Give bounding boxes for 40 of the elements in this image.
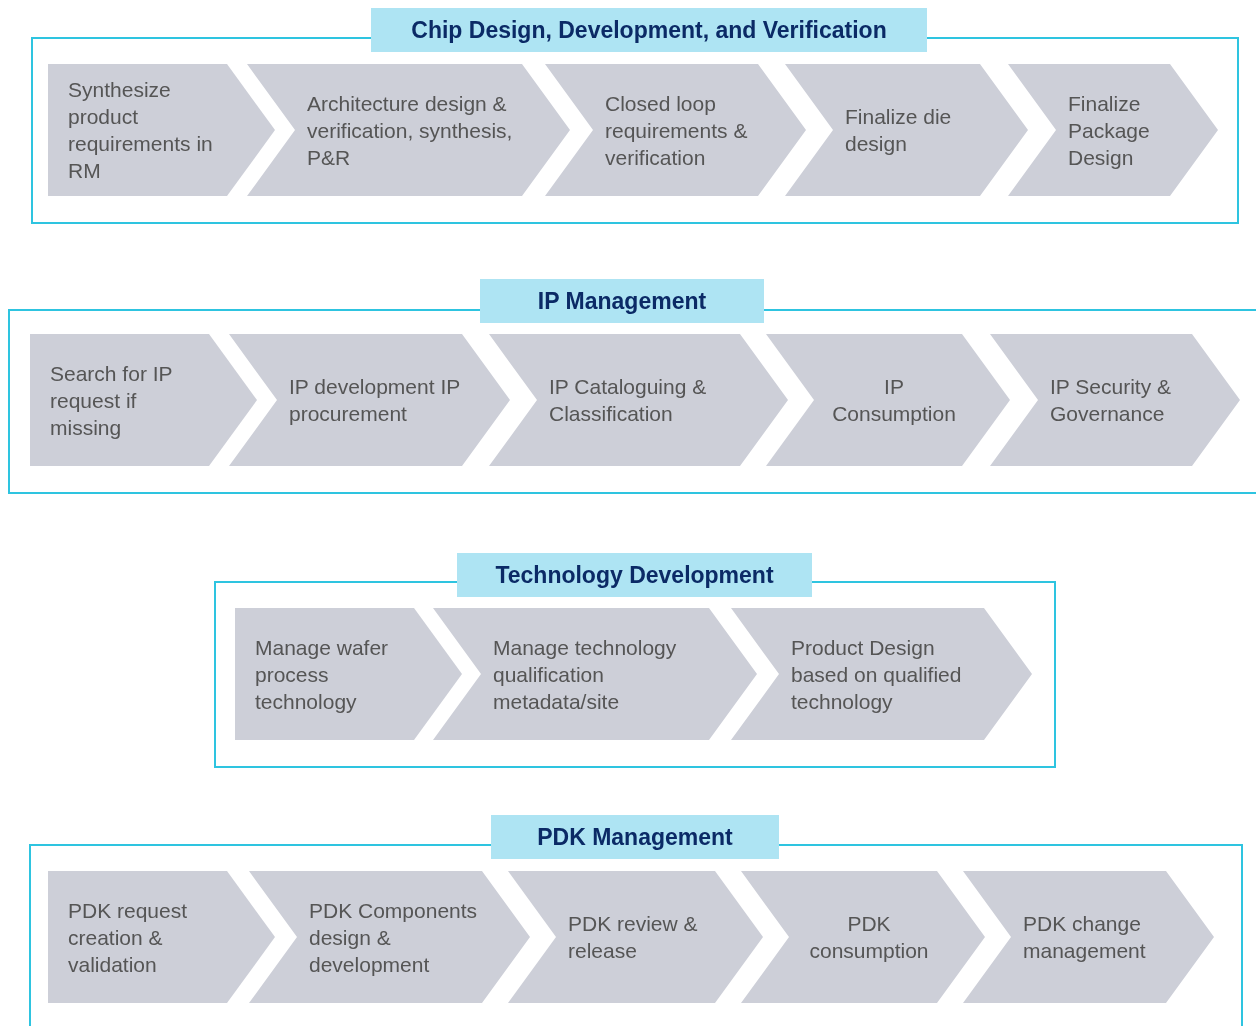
step-label: IP Security & Governance — [1050, 374, 1172, 427]
chevron-step — [1008, 64, 1218, 196]
step-label: IP development IP procurement — [289, 374, 461, 427]
chevron-step — [30, 334, 257, 466]
step-label: Architecture design & verification, synthesis, P&R — [307, 90, 514, 171]
step-label: Search for IP request if missing — [50, 360, 174, 441]
section-heading: Chip Design, Development, and Verification — [371, 8, 927, 52]
section-heading: IP Management — [480, 279, 764, 323]
step-label: PDK consumption — [808, 911, 930, 964]
step-label: PDK request creation & validation — [68, 897, 189, 978]
chevron-step — [508, 871, 763, 1003]
step-label: Manage wafer process technology — [255, 634, 390, 715]
chevron-step — [48, 871, 275, 1003]
step-label: PDK review & release — [568, 911, 699, 964]
chevron-step — [963, 871, 1214, 1003]
chevron-step — [229, 334, 510, 466]
step-label: IP Cataloguing & Classification — [549, 374, 708, 427]
step-label: IP Consumption — [831, 374, 957, 427]
chevron-step — [731, 608, 1032, 740]
step-label: Product Design based on qualified technology — [791, 634, 963, 715]
step-label: PDK change management — [1023, 911, 1147, 964]
section-heading: Technology Development — [457, 553, 812, 597]
step-label: Closed loop requirements & verification — [605, 90, 749, 171]
step-label: Finalize die design — [845, 104, 953, 157]
chevron-step — [990, 334, 1240, 466]
chevron-step — [48, 64, 275, 196]
chevron-step — [545, 64, 806, 196]
chevron-step — [249, 871, 530, 1003]
step-label: Manage technology qualification metadata/site — [493, 634, 678, 715]
chevron-step — [489, 334, 788, 466]
step-label: Synthesize product requirements in RM — [68, 77, 214, 184]
step-label: Finalize Package Design — [1068, 90, 1151, 171]
chevron-step — [235, 608, 462, 740]
chevron-step — [766, 334, 1010, 466]
step-label: PDK Components design & development — [309, 897, 479, 978]
section-heading: PDK Management — [491, 815, 779, 859]
chevron-step — [741, 871, 985, 1003]
chevron-step — [247, 64, 570, 196]
chevron-step — [785, 64, 1028, 196]
chevron-step — [433, 608, 757, 740]
